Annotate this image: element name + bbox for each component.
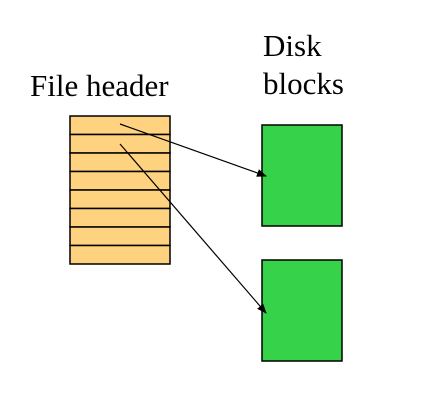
file-header-entry <box>69 226 171 247</box>
pointer-arrow-1 <box>119 123 267 177</box>
disk-blocks-group <box>261 124 343 362</box>
file-header-label: File header <box>30 68 169 103</box>
file-header-entry <box>69 152 171 173</box>
file-header-entry <box>69 189 171 210</box>
disk-block-1 <box>261 124 343 227</box>
file-header-table <box>69 115 171 265</box>
disk-blocks-label-line2: blocks <box>263 66 344 101</box>
file-header-entry <box>69 170 171 191</box>
disk-blocks-label-line1: Disk <box>263 28 322 63</box>
file-header-entry <box>69 133 171 154</box>
pointer-arrows <box>119 123 267 314</box>
file-header-entry <box>69 115 171 136</box>
disk-block-2 <box>261 259 343 362</box>
pointer-arrow-2 <box>119 143 267 314</box>
file-header-entry <box>69 207 171 228</box>
file-header-entry <box>69 244 171 265</box>
